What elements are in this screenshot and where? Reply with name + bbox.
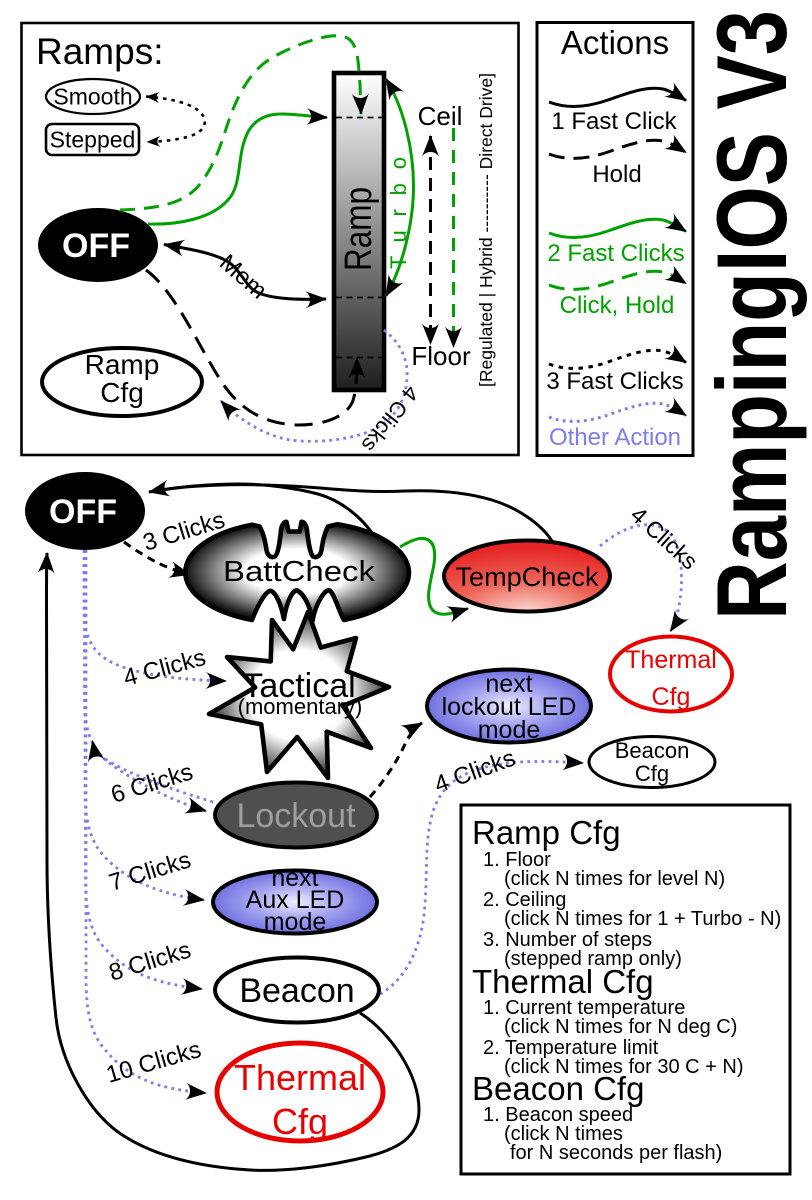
svg-text:1. Floor: 1. Floor [483, 849, 551, 871]
svg-text:(click N times for 30 C + N): (click N times for 30 C + N) [504, 1056, 743, 1078]
svg-text:Hold: Hold [592, 161, 641, 188]
svg-text:Turbo: Turbo [386, 157, 411, 269]
svg-text:Stepped: Stepped [50, 127, 136, 153]
svg-text:Thermal Cfg: Thermal Cfg [472, 963, 654, 1000]
svg-text:2. Temperature limit: 2. Temperature limit [483, 1037, 659, 1059]
svg-text:1. Current temperature: 1. Current temperature [483, 997, 685, 1019]
svg-text:1. Beacon speed: 1. Beacon speed [483, 1104, 633, 1126]
svg-text:Beacon: Beacon [239, 972, 354, 1010]
svg-text:BattCheck: BattCheck [223, 556, 376, 588]
svg-text:next: next [271, 864, 318, 892]
svg-text:Floor: Floor [411, 341, 471, 371]
svg-text:Smooth: Smooth [53, 84, 132, 110]
svg-text:RampingIOS V3: RampingIOS V3 [696, 10, 807, 620]
svg-text:mode: mode [478, 716, 541, 744]
svg-text:3. Number of steps: 3. Number of steps [483, 929, 652, 951]
svg-text:10 Clicks: 10 Clicks [103, 1036, 204, 1089]
svg-text:Aux LED: Aux LED [246, 886, 345, 914]
svg-text:4 Clicks: 4 Clicks [121, 644, 209, 692]
svg-text:Tactical: Tactical [242, 667, 355, 705]
svg-text:2. Ceiling: 2. Ceiling [483, 889, 566, 911]
svg-text:Cfg: Cfg [652, 683, 691, 711]
svg-text:Ramp: Ramp [85, 349, 160, 380]
svg-text:mode: mode [264, 908, 327, 936]
svg-text:3 Fast Clicks: 3 Fast Clicks [546, 368, 683, 395]
svg-text:Cfg: Cfg [635, 761, 669, 786]
svg-text:Cfg: Cfg [272, 1101, 328, 1142]
svg-text:4 Clicks: 4 Clicks [626, 501, 703, 574]
svg-text:Ceil: Ceil [418, 101, 463, 131]
svg-text:(stepped ramp only): (stepped ramp only) [504, 948, 682, 970]
svg-text:Lockout: Lockout [236, 797, 356, 835]
svg-text:(click N times for N deg C): (click N times for N deg C) [504, 1016, 737, 1038]
svg-text:OFF: OFF [62, 227, 130, 265]
svg-text:(momentary): (momentary) [238, 694, 363, 719]
svg-text:[Regulated | Hybrid ----------: [Regulated | Hybrid ---------- Direct Dr… [476, 73, 496, 387]
svg-text:Beacon Cfg: Beacon Cfg [472, 1070, 644, 1107]
svg-text:Cfg: Cfg [100, 377, 144, 408]
svg-text:Ramp: Ramp [338, 187, 380, 271]
svg-text:Beacon: Beacon [615, 738, 690, 763]
svg-text:TempCheck: TempCheck [456, 562, 599, 592]
svg-text:OFF: OFF [49, 493, 117, 531]
svg-text:4 Clicks: 4 Clicks [431, 745, 519, 799]
svg-text:Thermal: Thermal [625, 646, 717, 674]
svg-text:Click, Hold: Click, Hold [560, 292, 675, 319]
svg-text:4 Clicks: 4 Clicks [357, 381, 424, 457]
svg-text:(click N times for level N): (click N times for level N) [504, 868, 725, 890]
svg-text:Ramps:: Ramps: [36, 31, 163, 72]
svg-text:7 Clicks: 7 Clicks [106, 846, 194, 896]
svg-text:Other Action: Other Action [549, 424, 681, 451]
svg-text:6 Clicks: 6 Clicks [108, 758, 196, 808]
svg-text:Ramp Cfg: Ramp Cfg [472, 814, 621, 851]
svg-text:lockout LED: lockout LED [442, 693, 577, 721]
svg-text:Actions: Actions [561, 24, 669, 61]
svg-text:(click N times for 1 + Turbo -: (click N times for 1 + Turbo - N) [504, 908, 781, 930]
svg-text:8 Clicks: 8 Clicks [106, 936, 194, 986]
svg-text:(click N times: (click N times [504, 1123, 623, 1145]
svg-text:next: next [485, 670, 532, 698]
svg-text:Thermal: Thermal [234, 1057, 366, 1098]
svg-text:for N seconds per flash): for N seconds per flash) [510, 1142, 722, 1164]
svg-text:2 Fast Clicks: 2 Fast Clicks [547, 240, 684, 267]
svg-text:1 Fast Click: 1 Fast Click [551, 108, 677, 135]
